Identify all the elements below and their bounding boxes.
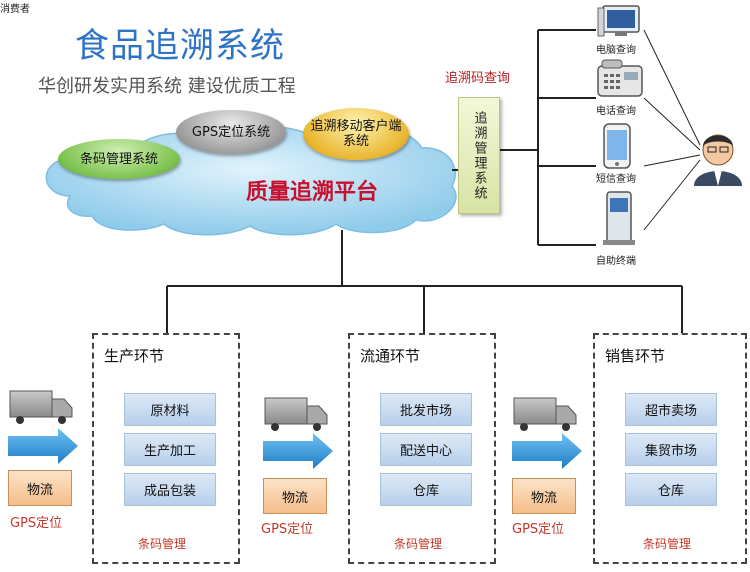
query-label: 追溯码查询 [445,71,511,86]
stage-title: 生产环节 [104,347,165,365]
gps-label: GPS定位 [512,522,565,537]
gps-label: GPS定位 [261,522,314,537]
flow-arrow [512,433,582,469]
stage-sales: 销售环节 超市卖场 集贸市场 仓库 条码管理 [593,333,747,564]
query-system-label: 追溯管理系统 [471,110,487,201]
flow-arrow [8,428,78,464]
truck-icon [9,390,73,424]
gps-label: GPS定位 [10,516,63,531]
stage-title: 销售环节 [605,347,666,365]
device-label-phone: 电话查询 [596,106,636,117]
step-raw-materials: 原材料 [124,393,216,426]
module-mobile-client: 追溯移动客户端系统 [303,108,409,160]
device-label-kiosk: 自助终端 [596,256,636,267]
module-barcode-system: 条码管理系统 [58,139,180,179]
telephone-icon [597,59,643,97]
step-fair-market: 集贸市场 [625,433,717,466]
stage-tree [166,230,683,335]
stage-footer: 条码管理 [394,537,443,551]
step-processing: 生产加工 [124,433,216,466]
traceability-management-system: 追溯管理系统 [458,97,500,214]
smartphone-icon [603,123,631,169]
flow-arrow [263,433,333,469]
platform-label: 质量追溯平台 [246,180,379,205]
stage-title: 流通环节 [360,347,421,365]
truck-icon [513,397,577,431]
consumer-lines [643,29,701,231]
page-title: 食品追溯系统 [75,26,285,66]
step-packaging: 成品包装 [124,473,216,506]
step-supermarket: 超市卖场 [625,393,717,426]
step-warehouse: 仓库 [625,473,717,506]
logistics-box: 物流 [263,478,327,514]
consumer-label: 消费者 [0,4,30,15]
stage-production: 生产环节 原材料 生产加工 成品包装 条码管理 [92,333,240,564]
page-subtitle: 华创研发实用系统 建设优质工程 [38,76,296,97]
stage-circulation: 流通环节 批发市场 配送中心 仓库 条码管理 [348,333,496,564]
truck-icon [264,397,328,431]
consumer-icon [694,134,742,186]
stage-footer: 条码管理 [643,537,692,551]
step-distribution-center: 配送中心 [380,433,472,466]
step-warehouse: 仓库 [380,473,472,506]
logistics-box: 物流 [8,470,72,506]
kiosk-icon [603,191,635,245]
stage-footer: 条码管理 [138,537,187,551]
module-gps-system: GPS定位系统 [176,110,286,154]
device-label-sms: 短信查询 [596,174,636,185]
device-bracket [498,29,596,246]
computer-icon [597,5,640,37]
step-wholesale-market: 批发市场 [380,393,472,426]
logistics-box: 物流 [512,478,576,514]
device-label-computer: 电脑查询 [596,45,636,56]
